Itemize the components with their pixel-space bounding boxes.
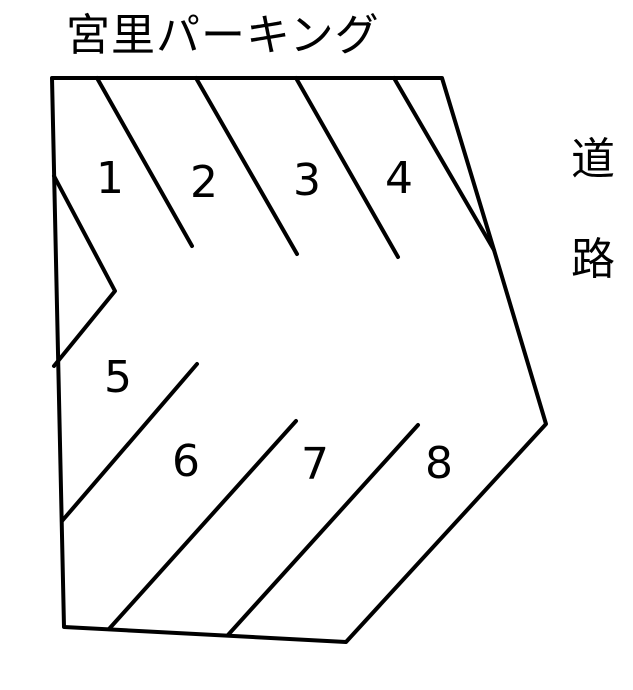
road-label-char-2: 路 bbox=[571, 234, 615, 285]
space-divider bbox=[392, 76, 496, 252]
space-number-7: 7 bbox=[301, 439, 329, 490]
space-divider bbox=[294, 76, 400, 259]
space-number-4: 4 bbox=[385, 153, 413, 204]
space-number-8: 8 bbox=[425, 438, 453, 489]
space-divider bbox=[60, 362, 199, 523]
parking-lot-title: 宮里パーキング bbox=[66, 10, 380, 61]
space-number-3: 3 bbox=[293, 155, 321, 206]
space-divider bbox=[194, 76, 299, 256]
space-number-1: 1 bbox=[96, 153, 124, 204]
road-label-char-1: 道 bbox=[571, 134, 615, 185]
space-number-2: 2 bbox=[190, 157, 218, 208]
space-divider bbox=[226, 423, 420, 637]
space-number-6: 6 bbox=[172, 436, 200, 487]
road-label: 道 路 bbox=[566, 136, 620, 336]
space-divider bbox=[107, 419, 298, 631]
space-number-5: 5 bbox=[104, 352, 132, 403]
row-divider bbox=[52, 174, 117, 368]
space-divider bbox=[95, 76, 194, 248]
lot-boundary bbox=[50, 76, 548, 644]
